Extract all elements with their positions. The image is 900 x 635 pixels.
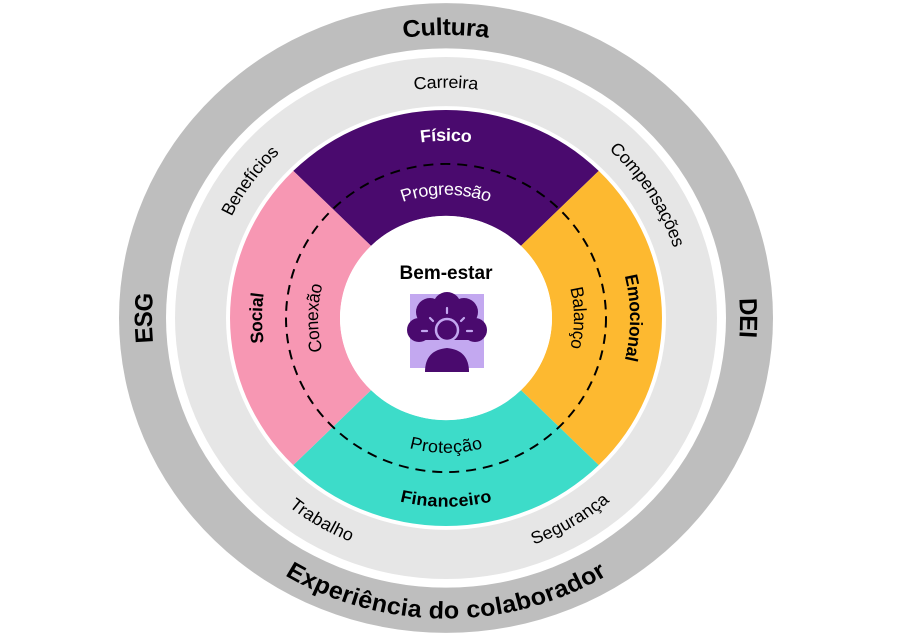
outer-label-top: Cultura — [401, 14, 491, 43]
segment-bottom-inner-label: Proteção — [408, 433, 484, 457]
center-label: Bem-estar — [400, 263, 494, 284]
svg-text:DEI: DEI — [733, 298, 761, 339]
segment-top — [293, 109, 599, 246]
svg-text:Balanço: Balanço — [566, 285, 590, 351]
segment-left-name: Social — [246, 291, 268, 344]
svg-text:Social: Social — [246, 291, 268, 344]
person-with-sun-cloud-icon — [407, 292, 487, 372]
dashed-circle — [285, 162, 607, 474]
middle-label-top: Carreira — [413, 72, 480, 94]
segment-top-name: Físico — [419, 125, 473, 146]
segment-right-inner-label: Balanço — [566, 285, 590, 351]
outer-label-left: ESG — [131, 292, 160, 344]
svg-text:ESG: ESG — [131, 292, 160, 344]
segment-left — [230, 170, 372, 466]
svg-text:Proteção: Proteção — [408, 433, 484, 457]
svg-text:Carreira: Carreira — [413, 72, 480, 94]
segment-right — [520, 170, 662, 466]
svg-text:Físico: Físico — [419, 125, 473, 146]
svg-text:Cultura: Cultura — [401, 14, 491, 43]
outer-label-right: DEI — [733, 298, 761, 339]
segment-bottom — [293, 390, 599, 527]
